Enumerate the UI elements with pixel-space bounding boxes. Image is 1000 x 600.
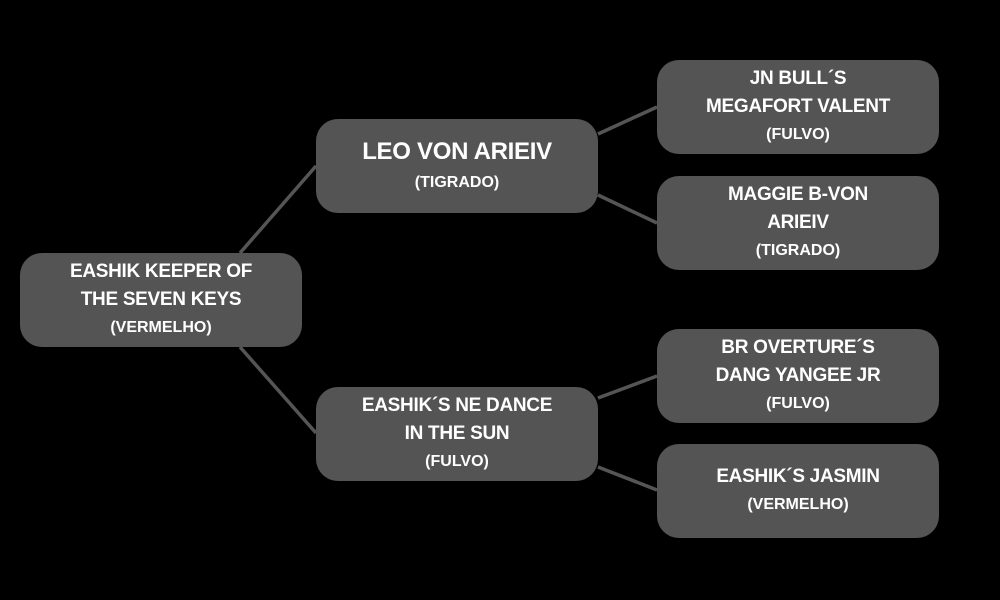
sire-color: (TIGRADO) xyxy=(414,174,500,191)
grandsire-name-line: BR OVERTURE´S xyxy=(721,337,875,358)
grandsire-name-line: DANG YANGEE JR xyxy=(715,365,881,386)
link-sire-dam xyxy=(597,193,658,225)
node-maternal-grandsire: BR OVERTURE´S DANG YANGEE JR (FULVO) xyxy=(657,329,939,423)
grandsire-color: (FULVO) xyxy=(766,395,830,412)
grandsire-name-line: JN BULL´S xyxy=(749,68,847,89)
node-sire: LEO VON ARIEIV (TIGRADO) xyxy=(316,119,598,213)
link-dam-dam xyxy=(597,465,658,492)
link-root-dam xyxy=(238,345,318,435)
granddam-color: (TIGRADO) xyxy=(755,242,841,259)
dam-name-line: EASHIK´S NE DANCE xyxy=(361,395,553,416)
node-maternal-granddam: EASHIK´S JASMIN (VERMELHO) xyxy=(657,444,939,538)
link-sire-sire xyxy=(597,105,658,136)
link-dam-sire xyxy=(597,374,658,400)
link-root-sire xyxy=(238,164,318,255)
node-paternal-granddam: MAGGIE B-VON ARIEIV (TIGRADO) xyxy=(657,176,939,270)
dog-color: (VERMELHO) xyxy=(110,319,212,336)
dam-name-line: IN THE SUN xyxy=(404,423,510,444)
grandsire-name-line: MEGAFORT VALENT xyxy=(705,96,891,117)
sire-name: LEO VON ARIEIV xyxy=(362,138,552,165)
granddam-name-line: MAGGIE B-VON xyxy=(728,184,868,205)
dam-color: (FULVO) xyxy=(425,453,489,470)
grandsire-color: (FULVO) xyxy=(766,126,830,143)
node-dog: EASHIK KEEPER OF THE SEVEN KEYS (VERMELH… xyxy=(20,253,302,347)
dog-name-line: THE SEVEN KEYS xyxy=(80,289,242,310)
node-dam: EASHIK´S NE DANCE IN THE SUN (FULVO) xyxy=(316,387,598,481)
granddam-name-line: ARIEIV xyxy=(767,212,829,233)
granddam-color: (VERMELHO) xyxy=(747,496,849,513)
granddam-name: EASHIK´S JASMIN xyxy=(716,466,880,487)
dog-name-line: EASHIK KEEPER OF xyxy=(69,261,253,282)
node-paternal-grandsire: JN BULL´S MEGAFORT VALENT (FULVO) xyxy=(657,60,939,154)
